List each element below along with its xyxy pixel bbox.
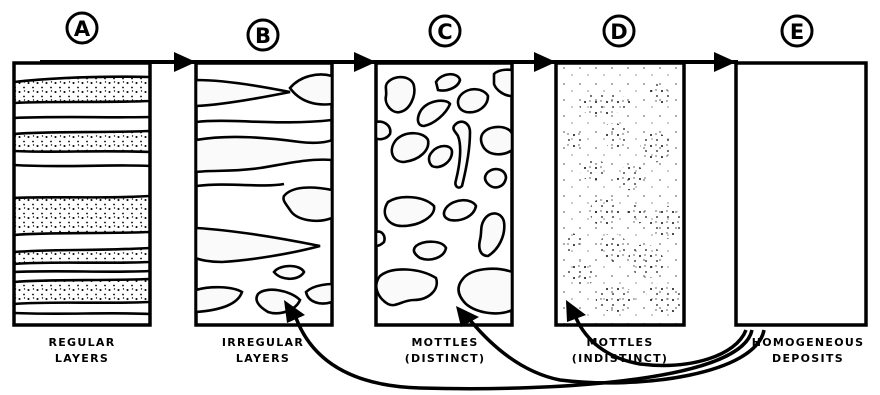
panel-d-indistinct-mottles — [556, 63, 684, 325]
panel-c-distinct-mottles — [376, 63, 512, 325]
stage-letter-b: B — [255, 24, 271, 48]
feedback-arrows — [284, 300, 764, 389]
stage-label-b: B — [248, 20, 278, 50]
stage-label-c: C — [430, 16, 460, 46]
irregular-lens — [274, 266, 304, 279]
faint-mottles — [556, 63, 684, 325]
mottle — [481, 127, 512, 154]
stage-label-e: E — [782, 16, 812, 46]
stage-letter-c: C — [437, 20, 452, 44]
layer-band — [14, 279, 150, 304]
caption-b-line1: IRREGULAR — [222, 336, 304, 349]
caption-a: REGULAR LAYERS — [48, 336, 115, 365]
caption-b: IRREGULAR LAYERS — [222, 336, 304, 365]
layer-band — [14, 131, 150, 152]
panel-a-regular-layers — [14, 63, 150, 325]
caption-c-line1: MOTTLES — [411, 336, 478, 349]
caption-e: HOMOGENEOUS DEPOSITS — [752, 336, 865, 365]
caption-b-line2: LAYERS — [236, 352, 290, 365]
mottle — [376, 122, 390, 140]
layer-band — [14, 248, 150, 264]
stage-letter-a: A — [74, 17, 91, 41]
mottle — [376, 232, 385, 246]
stage-label-a: A — [67, 13, 97, 43]
layer-band — [14, 196, 150, 235]
stage-label-d: D — [604, 16, 634, 46]
mottle — [414, 242, 446, 260]
arrowhead-b-c — [354, 52, 376, 72]
caption-a-line1: REGULAR — [48, 336, 115, 349]
stage-letter-d: D — [610, 20, 627, 44]
layer-band — [14, 77, 150, 103]
caption-e-line2: DEPOSITS — [772, 352, 844, 365]
feedback-arrow-e-to-b — [296, 318, 752, 389]
caption-a-line2: LAYERS — [55, 352, 109, 365]
panel-e-homogeneous-deposits — [736, 63, 866, 325]
arrowhead-d-e — [714, 52, 736, 72]
caption-c: MOTTLES (DISTINCT) — [405, 336, 486, 365]
stage-letter-e: E — [790, 20, 804, 44]
caption-d: MOTTLES (INDISTINCT) — [572, 336, 668, 365]
arrowhead-a-b — [174, 52, 196, 72]
mottle — [485, 169, 506, 187]
caption-e-line1: HOMOGENEOUS — [752, 336, 865, 349]
panel-b-irregular-layers — [196, 63, 332, 325]
arrowhead-c-d — [534, 52, 556, 72]
caption-c-line2: (DISTINCT) — [405, 352, 486, 365]
